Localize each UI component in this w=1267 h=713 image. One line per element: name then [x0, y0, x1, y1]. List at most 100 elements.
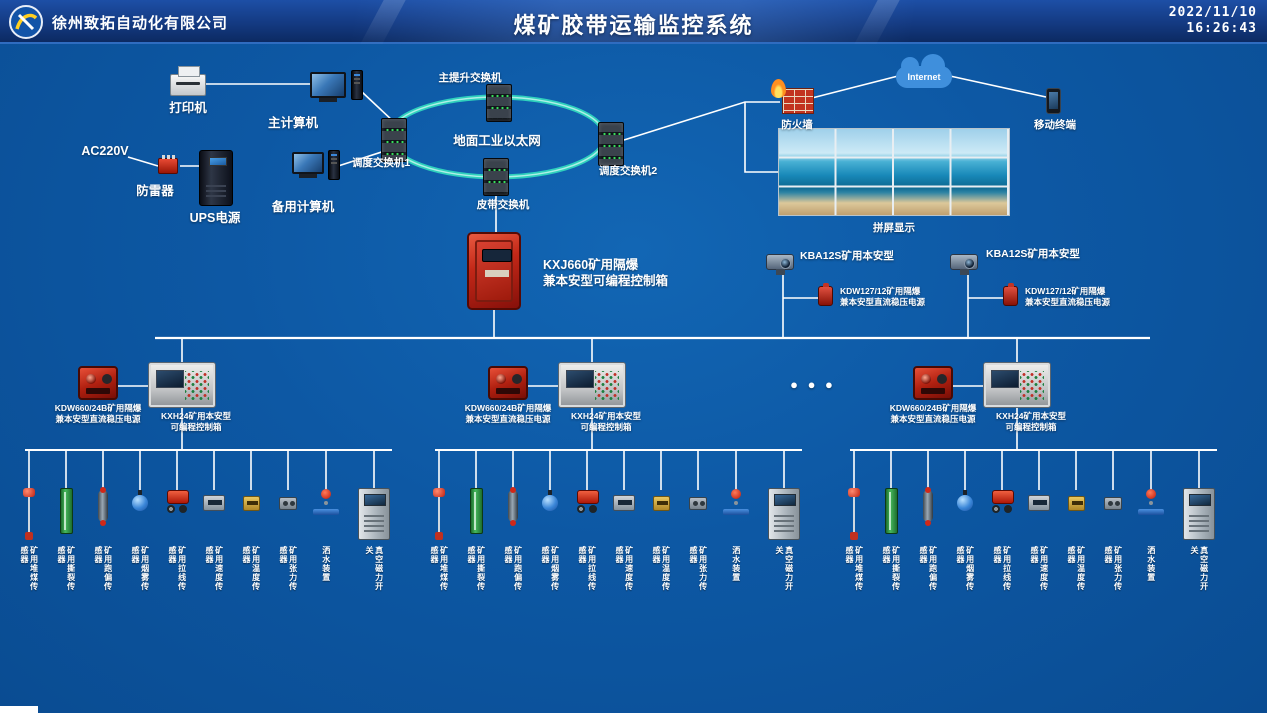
camera1-icon[interactable] — [766, 254, 794, 275]
camera1-psu-icon[interactable] — [818, 283, 833, 306]
sensor-label: 矿用烟雾传感器 — [541, 546, 560, 591]
coal-pile-sensor[interactable]: 矿用堆煤传感器 — [837, 488, 871, 592]
smoke-sensor[interactable]: 矿用烟雾传感器 — [533, 488, 567, 592]
belt-switch-label: 皮带交换机 — [476, 199, 530, 211]
sprinkler-icon[interactable] — [1138, 488, 1164, 518]
temperature-sensor[interactable]: 矿用温度传感器 — [644, 488, 678, 592]
ups-icon[interactable] — [199, 150, 233, 206]
camera2-icon[interactable] — [950, 254, 978, 275]
dispatch-switch1-icon[interactable] — [381, 118, 407, 162]
mobile-terminal-icon[interactable] — [1046, 88, 1061, 114]
group1-controller[interactable] — [148, 362, 216, 408]
vacuum-switch-icon[interactable] — [768, 488, 800, 540]
vacuum-switch-icon[interactable] — [358, 488, 390, 540]
speed-icon[interactable] — [1028, 495, 1050, 511]
tension-icon[interactable] — [1104, 497, 1122, 510]
group3-psu-label: KDW660/24B矿用隔爆兼本安型直流稳压电源 — [889, 403, 977, 425]
temperature-icon[interactable] — [242, 496, 260, 511]
group3-psu[interactable] — [913, 366, 953, 400]
deviation-sensor[interactable]: 矿用跑偏传感器 — [496, 487, 530, 592]
sensor-label: 矿用温度传感器 — [242, 546, 261, 591]
sprinkler-icon[interactable] — [723, 488, 749, 518]
coal-pile-icon[interactable] — [432, 488, 446, 540]
deviation-sensor[interactable]: 矿用跑偏传感器 — [911, 487, 945, 592]
sensor-label: 矿用跑偏传感器 — [504, 546, 523, 591]
firewall-icon[interactable] — [771, 79, 814, 114]
main-computer-tower-icon[interactable] — [351, 70, 363, 100]
video-wall[interactable] — [778, 128, 1010, 216]
pull-cord-icon[interactable] — [165, 488, 189, 522]
temperature-icon[interactable] — [652, 496, 670, 511]
vacuum-switch-sensor[interactable]: 真空磁力开关 — [357, 488, 391, 592]
temperature-icon[interactable] — [1067, 496, 1085, 511]
vacuum-switch-sensor[interactable]: 真空磁力开关 — [1182, 488, 1216, 592]
arrester-label: 防雷器 — [136, 184, 174, 198]
camera2-psu-icon[interactable] — [1003, 283, 1018, 306]
dispatch-switch2-icon[interactable] — [598, 122, 624, 166]
coal-pile-sensor[interactable]: 矿用堆煤传感器 — [12, 488, 46, 592]
tear-icon[interactable] — [884, 488, 898, 534]
group3-controller-label: KXH24矿用本安型可编程控制箱 — [996, 411, 1066, 433]
smoke-sensor[interactable]: 矿用烟雾传感器 — [948, 488, 982, 592]
speed-icon[interactable] — [613, 495, 635, 511]
speed-sensor[interactable]: 矿用速度传感器 — [607, 488, 641, 592]
tension-icon[interactable] — [689, 497, 707, 510]
smoke-icon[interactable] — [957, 490, 973, 511]
speed-sensor[interactable]: 矿用速度传感器 — [1022, 488, 1056, 592]
sensor-label: 矿用张力传感器 — [279, 546, 298, 591]
internet-cloud-icon[interactable]: Internet — [896, 54, 952, 88]
pull-cord-icon[interactable] — [990, 488, 1014, 522]
kxj660-plc-cabinet[interactable] — [467, 232, 521, 310]
group2-controller[interactable] — [558, 362, 626, 408]
coal-pile-icon[interactable] — [22, 488, 36, 540]
smoke-icon[interactable] — [542, 490, 558, 511]
vacuum-switch-sensor[interactable]: 真空磁力开关 — [767, 488, 801, 592]
tear-icon[interactable] — [469, 488, 483, 534]
group3-controller[interactable] — [983, 362, 1051, 408]
title-bar: 徐州致拓自动化有限公司 煤矿胶带运输监控系统 2022/11/10 16:26:… — [0, 0, 1267, 44]
smoke-icon[interactable] — [132, 490, 148, 511]
tear-sensor[interactable]: 矿用撕裂传感器 — [459, 488, 493, 592]
sensor-label: 矿用拉线传感器 — [168, 546, 187, 591]
tension-sensor[interactable]: 矿用张力传感器 — [1096, 488, 1130, 592]
backup-computer-tower-icon[interactable] — [328, 150, 340, 180]
temperature-sensor[interactable]: 矿用温度传感器 — [1059, 488, 1093, 592]
deviation-sensor[interactable]: 矿用跑偏传感器 — [86, 487, 120, 592]
pull-cord-sensor[interactable]: 矿用拉线传感器 — [570, 488, 604, 592]
tension-icon[interactable] — [279, 497, 297, 510]
pull-cord-sensor[interactable]: 矿用拉线传感器 — [160, 488, 194, 592]
group2-psu-label: KDW660/24B矿用隔爆兼本安型直流稳压电源 — [464, 403, 552, 425]
belt-switch-icon[interactable] — [483, 158, 509, 196]
sensor-label: 矿用拉线传感器 — [578, 546, 597, 591]
sprinkler-icon[interactable] — [313, 488, 339, 518]
vacuum-switch-icon[interactable] — [1183, 488, 1215, 540]
tear-sensor[interactable]: 矿用撕裂传感器 — [874, 488, 908, 592]
pull-cord-sensor[interactable]: 矿用拉线传感器 — [985, 488, 1019, 592]
camera1-psu-label: KDW127/12矿用隔爆 兼本安型直流稳压电源 — [840, 286, 926, 308]
tear-icon[interactable] — [59, 488, 73, 534]
pull-cord-icon[interactable] — [575, 488, 599, 522]
speed-icon[interactable] — [203, 495, 225, 511]
temperature-sensor[interactable]: 矿用温度传感器 — [234, 488, 268, 592]
deviation-icon[interactable] — [919, 487, 937, 528]
smoke-sensor[interactable]: 矿用烟雾传感器 — [123, 488, 157, 592]
lightning-arrester-icon[interactable] — [158, 155, 178, 174]
tear-sensor[interactable]: 矿用撕裂传感器 — [49, 488, 83, 592]
backup-computer-monitor-icon[interactable] — [292, 152, 324, 174]
tension-sensor[interactable]: 矿用张力传感器 — [271, 488, 305, 592]
speed-sensor[interactable]: 矿用速度传感器 — [197, 488, 231, 592]
deviation-icon[interactable] — [504, 487, 522, 528]
printer-icon[interactable] — [170, 66, 206, 96]
deviation-icon[interactable] — [94, 487, 112, 528]
main-computer-monitor-icon[interactable] — [310, 72, 346, 98]
coal-pile-sensor[interactable]: 矿用堆煤传感器 — [422, 488, 456, 592]
group1-psu[interactable] — [78, 366, 118, 400]
group2-psu[interactable] — [488, 366, 528, 400]
hoist-switch-icon[interactable] — [486, 84, 512, 122]
tension-sensor[interactable]: 矿用张力传感器 — [681, 488, 715, 592]
sprinkler-sensor[interactable]: 洒水装置 — [1134, 488, 1168, 592]
sprinkler-sensor[interactable]: 洒水装置 — [309, 488, 343, 592]
coal-pile-icon[interactable] — [847, 488, 861, 540]
sensor-label: 洒水装置 — [731, 546, 741, 582]
sprinkler-sensor[interactable]: 洒水装置 — [719, 488, 753, 592]
